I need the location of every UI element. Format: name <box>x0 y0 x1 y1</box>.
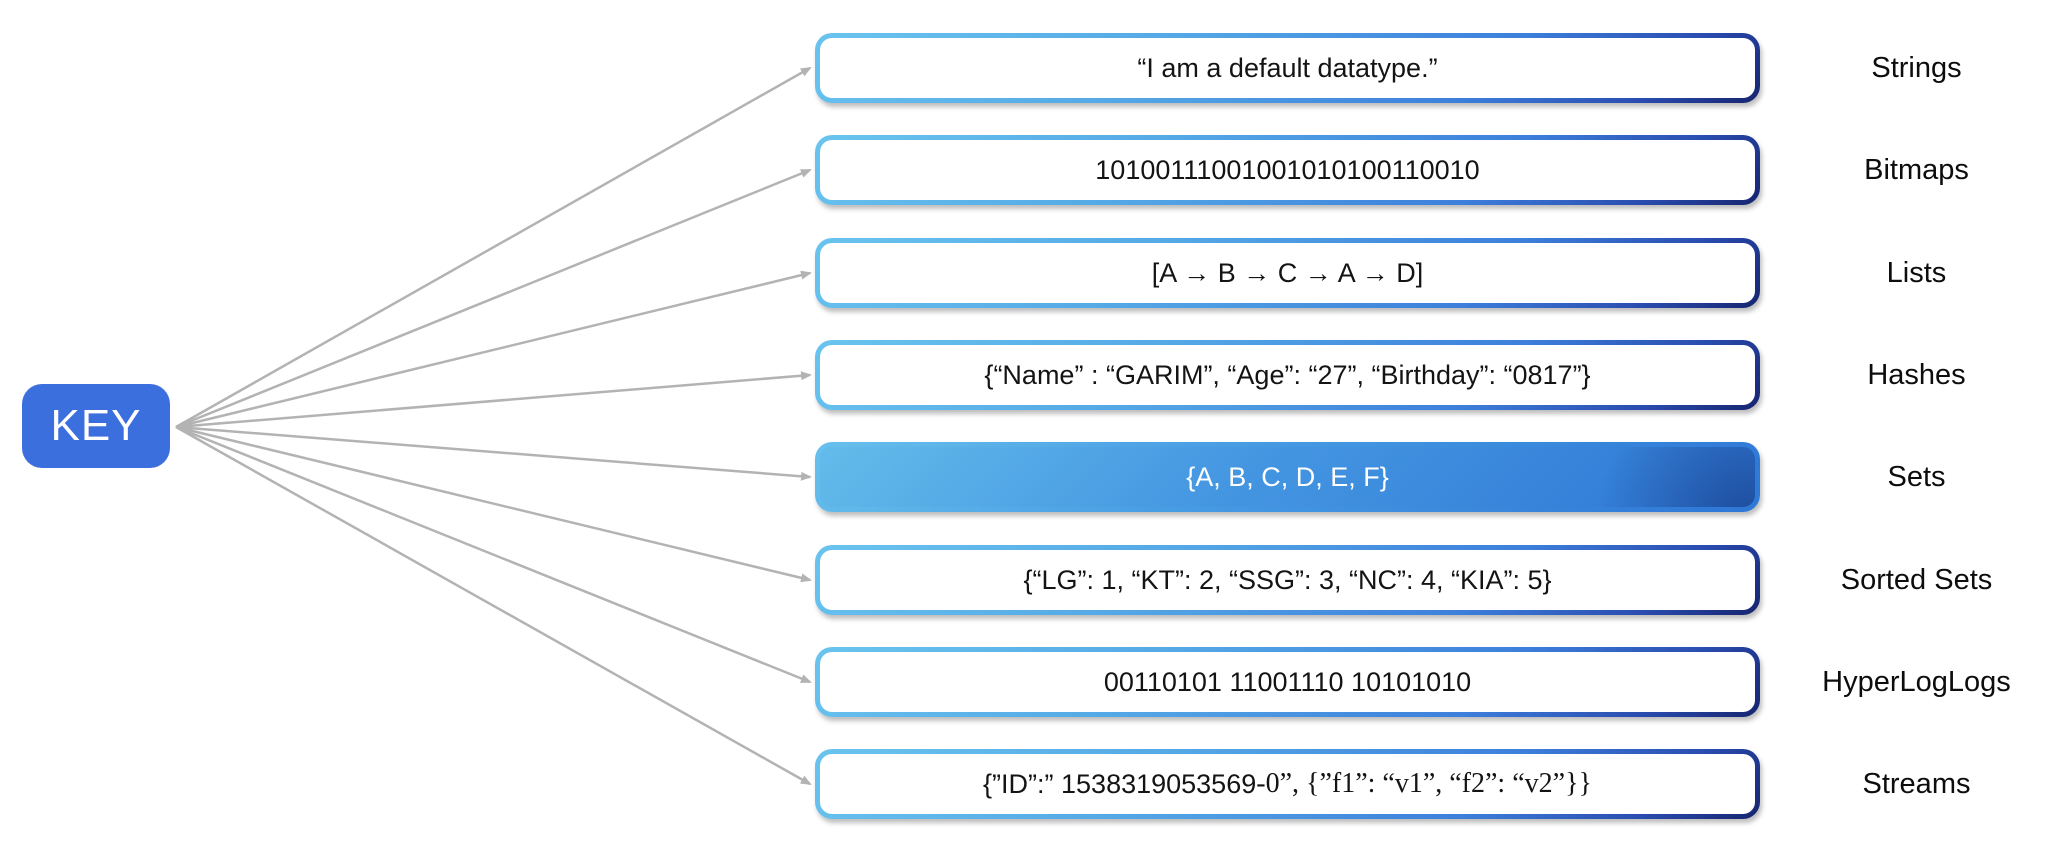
value-box: 00110101 11001110 10101010 <box>815 647 1760 717</box>
datatype-row: “I am a default datatype.” Strings <box>0 33 2048 103</box>
datatype-label: Strings <box>1871 51 1962 84</box>
datatype-label: Lists <box>1886 256 1947 289</box>
value-box-inner: {A, B, C, D, E, F} <box>820 447 1755 507</box>
value-box-inner: [A → B → C → A → D] <box>820 243 1755 303</box>
value-box-inner: {“Name” : “GARIM”, “Age”: “27”, “Birthda… <box>820 345 1755 405</box>
datatype-row: 10100111001001010100110010 Bitmaps <box>0 135 2048 205</box>
datatype-label: Sets <box>1887 460 1946 493</box>
datatype-label: Hashes <box>1867 358 1966 391</box>
datatype-row: [A → B → C → A → D] Lists <box>0 238 2048 308</box>
key-node: KEY <box>22 384 170 468</box>
value-box-inner: 00110101 11001110 10101010 <box>820 652 1755 712</box>
value-box-inner: “I am a default datatype.” <box>820 38 1755 98</box>
value-text: 00110101 11001110 10101010 <box>1103 666 1472 697</box>
datatype-label: Streams <box>1862 767 1971 800</box>
datatype-label: Bitmaps <box>1864 153 1969 186</box>
value-box: “I am a default datatype.” <box>815 33 1760 103</box>
value-box: 10100111001001010100110010 <box>815 135 1760 205</box>
datatype-label: HyperLogLogs <box>1822 665 2011 698</box>
value-box-inner: {”ID”:” 1538319053569 -0”, {”f1”: “v1”, … <box>820 754 1755 814</box>
value-box: {“Name” : “GARIM”, “Age”: “27”, “Birthda… <box>815 340 1760 410</box>
value-text: {“Name” : “GARIM”, “Age”: “27”, “Birthda… <box>984 359 1591 390</box>
value-box-inner: {“LG”: 1, “KT”: 2, “SSG”: 3, “NC”: 4, “K… <box>820 550 1755 610</box>
value-box-inner: 10100111001001010100110010 <box>820 140 1755 200</box>
key-node-label: KEY <box>50 401 142 450</box>
value-text: {”ID”:” 1538319053569 <box>983 768 1257 799</box>
value-text-serif: -0”, {”f1”: “v1”, “f2”: “v2”}} <box>1256 768 1592 799</box>
value-box: [A → B → C → A → D] <box>815 238 1760 308</box>
datatype-label: Sorted Sets <box>1840 563 1993 596</box>
datatype-row: {“LG”: 1, “KT”: 2, “SSG”: 3, “NC”: 4, “K… <box>0 545 2048 615</box>
datatype-row: {A, B, C, D, E, F} Sets <box>0 442 2048 512</box>
datatype-row: 00110101 11001110 10101010 HyperLogLogs <box>0 647 2048 717</box>
value-text: {“LG”: 1, “KT”: 2, “SSG”: 3, “NC”: 4, “K… <box>1023 564 1552 595</box>
value-box: {”ID”:” 1538319053569 -0”, {”f1”: “v1”, … <box>815 749 1760 819</box>
value-box: {“LG”: 1, “KT”: 2, “SSG”: 3, “NC”: 4, “K… <box>815 545 1760 615</box>
datatype-row: {”ID”:” 1538319053569 -0”, {”f1”: “v1”, … <box>0 749 2048 819</box>
value-text: {A, B, C, D, E, F} <box>1186 461 1389 492</box>
value-text: 10100111001001010100110010 <box>1095 154 1480 185</box>
value-text: “I am a default datatype.” <box>1137 52 1438 83</box>
value-text: [A → B → C → A → D] <box>1151 257 1424 288</box>
datatype-row: {“Name” : “GARIM”, “Age”: “27”, “Birthda… <box>0 340 2048 410</box>
value-box: {A, B, C, D, E, F} <box>815 442 1760 512</box>
